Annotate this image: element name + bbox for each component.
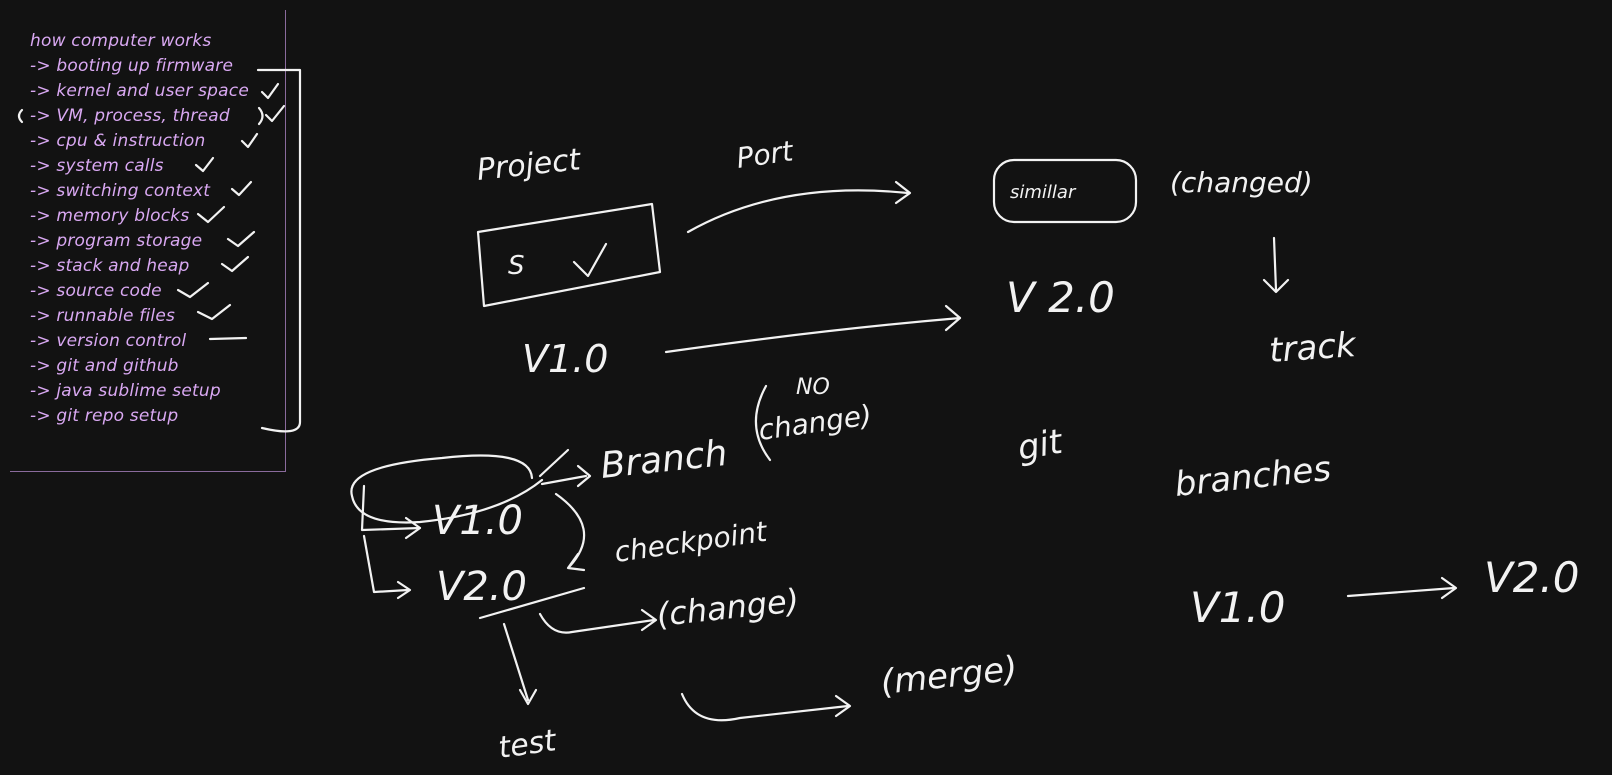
notes-item: -> source code	[30, 281, 162, 301]
notes-item: -> cpu & instruction	[30, 131, 206, 151]
branch-stroke	[538, 448, 570, 478]
track-label: track	[1268, 325, 1358, 371]
loop-v1-label: V1.0	[432, 498, 523, 544]
check-icons	[17, 82, 286, 341]
notes-item: -> kernel and user space	[30, 81, 249, 101]
notes-item: -> git and github	[30, 356, 179, 376]
flow-arrow	[1346, 586, 1456, 598]
notes-item: -> VM, process, thread	[30, 106, 230, 126]
down-arrow	[1272, 236, 1278, 292]
check-icon	[220, 255, 250, 273]
check-icon	[240, 132, 259, 149]
version-v2-label: V 2.0	[1006, 273, 1115, 322]
change-arrow	[538, 612, 656, 634]
notes-item: -> booting up firmware	[30, 56, 234, 76]
notes-item: -> switching context	[30, 181, 211, 201]
check-icon	[264, 104, 286, 123]
checkpoint-arrow	[554, 492, 586, 568]
open-paren-icon	[17, 108, 24, 124]
notes-item: -> system calls	[30, 156, 164, 176]
notes-item: -> version control	[30, 331, 187, 351]
check-icon	[194, 156, 215, 173]
notes-item: -> java sublime setup	[30, 381, 221, 401]
version-v1-label: V1.0	[522, 337, 608, 381]
loop-v2-label: V2.0	[436, 564, 527, 610]
branch-loop	[350, 454, 544, 524]
notes-item: -> git repo setup	[30, 406, 179, 426]
arrow-head-icon	[576, 464, 592, 488]
merge-note: (merge)	[879, 649, 1019, 703]
dash-icon	[208, 336, 248, 341]
arrow-head-icon	[1440, 576, 1458, 600]
arrow-head-icon	[894, 180, 912, 205]
notes-item: -> stack and heap	[30, 256, 190, 276]
check-icon	[196, 303, 232, 321]
check-icon	[226, 230, 256, 248]
arrow-head-icon	[944, 304, 962, 332]
check-icon	[176, 281, 210, 299]
change-note: (change)	[655, 581, 801, 634]
open-paren-icon	[754, 384, 772, 462]
arrow-head-icon	[404, 516, 422, 540]
flow-v2-label: V2.0	[1484, 553, 1580, 602]
test-label: test	[496, 723, 559, 766]
version-arrow	[664, 316, 962, 354]
git-label: git	[1015, 421, 1067, 468]
project-box	[476, 202, 662, 308]
check-icon	[196, 205, 226, 224]
no-change-note-line1: NO	[796, 375, 830, 400]
renamed-box-label: simillar	[1010, 182, 1077, 203]
branch-label: Branch	[599, 433, 730, 487]
notes-item: -> memory blocks	[30, 206, 190, 226]
branches-label: branches	[1173, 449, 1333, 505]
notes-heading: how computer works	[30, 31, 212, 51]
port-label: Port	[734, 134, 796, 175]
checkpoint-label: checkpoint	[612, 515, 769, 569]
port-arrow	[686, 189, 910, 234]
test-arrow	[502, 622, 530, 702]
flow-v1-label: V1.0	[1190, 583, 1286, 632]
notes-frame	[10, 10, 286, 472]
arrow-head-icon	[640, 608, 658, 632]
project-label: Project	[475, 142, 583, 188]
bracket-icon	[256, 68, 302, 433]
underline-stroke	[478, 586, 586, 620]
check-icon	[572, 242, 608, 278]
project-box-letter: S	[508, 251, 525, 281]
check-icon	[230, 180, 253, 197]
arrow-head-icon	[834, 694, 852, 718]
arrow-head-icon	[518, 688, 538, 706]
notes-item: -> program storage	[30, 231, 203, 251]
check-icon	[260, 82, 280, 100]
loop-arrow	[360, 484, 422, 532]
loop-arrow	[362, 534, 410, 594]
changed-note: (changed)	[1170, 166, 1313, 199]
arrow-head-icon	[396, 580, 412, 600]
notes-item: -> runnable files	[30, 306, 176, 326]
no-change-note-line2: change)	[756, 398, 873, 447]
merge-arrow	[680, 692, 850, 722]
branch-arrow	[540, 474, 588, 486]
arrow-head-icon	[1262, 278, 1290, 294]
arrow-head-icon	[566, 552, 586, 572]
notes-list: how computer works -> booting up firmwar…	[30, 29, 249, 429]
renamed-box	[992, 158, 1138, 224]
close-paren-icon	[257, 106, 264, 126]
